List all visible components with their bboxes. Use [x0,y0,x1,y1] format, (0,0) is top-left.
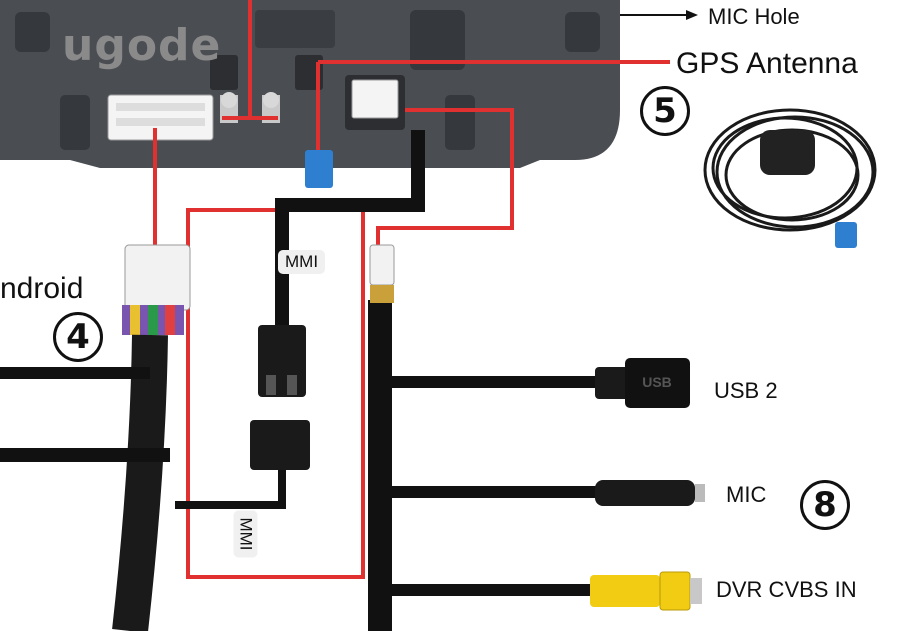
mic-jack [595,480,705,506]
gps-antenna-plug [835,222,857,248]
mic-hole-arrow [620,10,698,20]
usb-connector: USB [595,358,690,408]
rca-connector [590,571,702,611]
small-white-plug [369,244,395,303]
gps-antenna-label: GPS Antenna [676,47,858,80]
gps-plug [305,150,333,188]
main-connector-socket [107,94,214,141]
badge-four: 4 [53,312,103,362]
mmi-tag-bottom: MMI [233,510,258,558]
android-label: ndroid [0,272,84,305]
dvr-label: DVR CVBS IN [716,577,857,602]
mmi-tag-top: MMI [278,250,326,274]
mic-label: MIC [726,482,767,507]
badge-eight: 8 [800,480,850,530]
mmi-connector-top [258,325,306,397]
gps-antenna-coil [703,108,877,232]
branch-lines [390,376,600,596]
brand-watermark: ugode [62,20,222,71]
left-wires [0,367,170,462]
usb-embossed-text: USB [642,374,672,390]
gps-puck [760,130,815,175]
mmi-connector-bottom [175,420,310,509]
mic-hole-label: MIC Hole [708,4,800,29]
android-harness-plug [112,244,191,631]
badge-five: 5 [640,86,690,136]
usb-mic-socket [345,75,405,130]
usb-label: USB 2 [714,378,778,403]
